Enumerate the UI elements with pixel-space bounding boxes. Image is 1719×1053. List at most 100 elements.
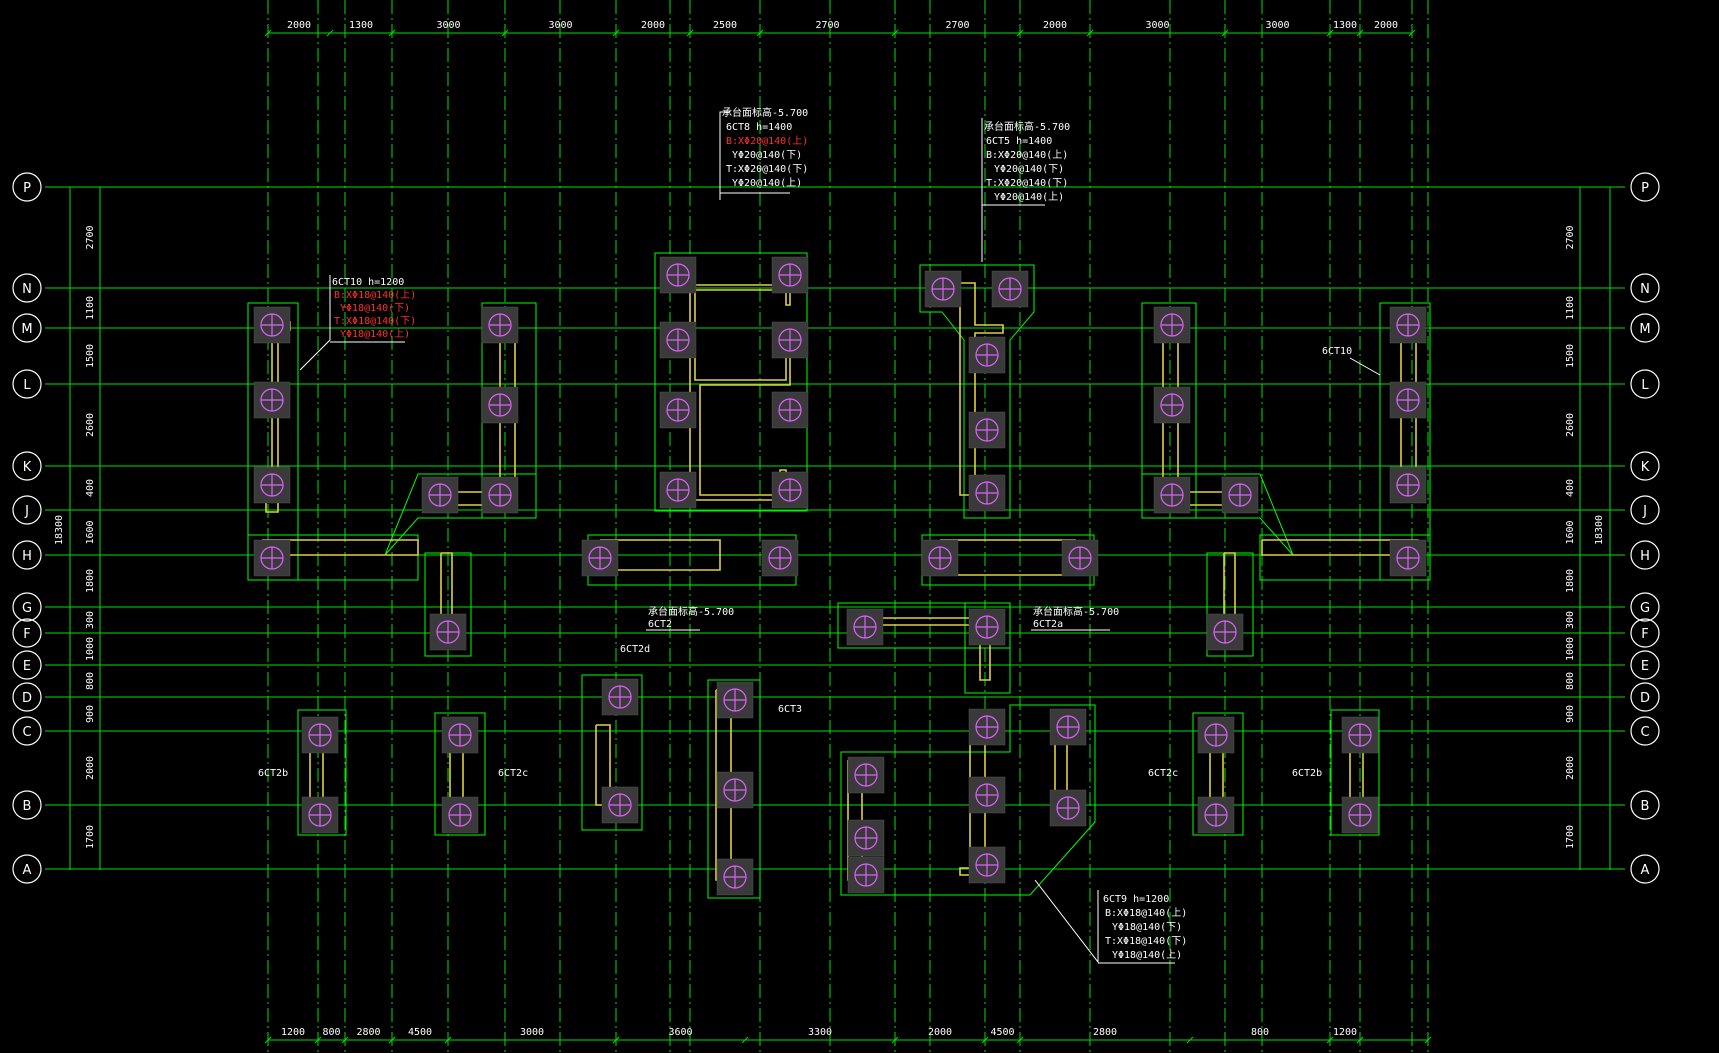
axis-bubble-H-left[interactable]: [12, 540, 42, 570]
top-dim-tick: [388, 29, 396, 37]
top-dim-tick: [891, 29, 899, 37]
axis-bubble-K-right[interactable]: [1630, 451, 1660, 481]
note-ct8-line6: YΦ20@140(上): [732, 177, 802, 189]
axis-bubble-K-left[interactable]: [12, 451, 42, 481]
note-ct5-line5: T:XΦ20@140(下): [986, 178, 1068, 189]
total-dimension-right: 18300: [1594, 515, 1605, 545]
left-dim-text: 1600: [85, 520, 96, 544]
pile-cap-ct10-right-bottom[interactable]: [1259, 534, 1431, 581]
axis-label-N-right: N: [1640, 282, 1650, 297]
axis-bubble-A-right[interactable]: [1630, 854, 1660, 884]
right-dim-text: 1100: [1565, 296, 1576, 320]
axis-label-M-left: M: [21, 322, 32, 337]
bottom-dim-tick: [741, 1036, 749, 1044]
note-ct8-line1: 承台面标高-5.700: [722, 106, 808, 119]
top-dim-tick: [756, 29, 764, 37]
pile-cap-ct3[interactable]: [707, 679, 761, 899]
axis-bubble-P-left[interactable]: [12, 172, 42, 202]
pile-cap-left-diagonal[interactable]: [384, 473, 537, 556]
axis-label-F-left: F: [23, 627, 30, 642]
axis-bubble-M-left[interactable]: [12, 313, 42, 343]
top-dim-text: 2000: [1043, 20, 1067, 31]
note-ct9-line4: T:XΦ18@140(下): [1105, 936, 1187, 947]
axis-bubble-F-right[interactable]: [1630, 618, 1660, 648]
pile-cap-ct10-left-bottom[interactable]: [247, 534, 419, 581]
axis-bubble-J-right[interactable]: [1630, 495, 1660, 525]
axis-bubble-J-left[interactable]: [12, 495, 42, 525]
bottom-dim-text: 3300: [808, 1027, 832, 1038]
axis-label-C-right: C: [1640, 725, 1649, 740]
axis-bubble-L-right[interactable]: [1630, 369, 1660, 399]
axis-bubble-N-right[interactable]: [1630, 273, 1660, 303]
top-dim-text: 1300: [1333, 20, 1357, 31]
top-dim-tick: [501, 29, 509, 37]
note-ct2-line2: 6CT2: [648, 619, 672, 630]
axis-bubble-G-left[interactable]: [12, 592, 42, 622]
axis-label-G-right: G: [1640, 601, 1650, 616]
top-dim-text: 3000: [1265, 20, 1289, 31]
axis-bubble-N-left[interactable]: [12, 273, 42, 303]
pile-cap-ct2c-right[interactable]: [1192, 712, 1244, 836]
axis-bubble-H-right[interactable]: [1630, 540, 1660, 570]
bottom-dim-text: 3600: [668, 1027, 692, 1038]
axis-bubble-C-right[interactable]: [1630, 716, 1660, 746]
axis-bubble-F-left[interactable]: [12, 618, 42, 648]
note-ct9-line5: YΦ18@140(上): [1112, 949, 1182, 961]
axis-label-C-left: C: [22, 725, 31, 740]
axis-label-M-right: M: [1639, 322, 1650, 337]
bottom-dim-tick: [981, 1036, 989, 1044]
right-dim-text: 2000: [1565, 756, 1576, 780]
axis-bubble-P-right[interactable]: [1630, 172, 1660, 202]
note-ct10-left-line3: YΦ18@140(下): [340, 303, 410, 314]
label-ct2d: 6CT2d: [620, 644, 650, 655]
pile-cap-ct5[interactable]: [919, 264, 1035, 519]
axis-label-K-left: K: [23, 460, 32, 475]
axis-bubble-E-left[interactable]: [12, 650, 42, 680]
right-dimension-chain: 2700110015002600400160018003001000800900…: [1565, 187, 1611, 870]
axis-label-H-right: H: [1640, 549, 1650, 564]
axis-label-P-left: P: [23, 181, 31, 196]
pile-cap-right-diagonal[interactable]: [1141, 473, 1294, 556]
pile-cap-ct10-right-vertical[interactable]: [1379, 302, 1431, 581]
axis-bubble-E-right[interactable]: [1630, 650, 1660, 680]
note-ct10-left-line5: YΦ18@140(上): [340, 328, 410, 340]
pile-cap-ct2c-left[interactable]: [434, 712, 486, 836]
axis-bubble-C-left[interactable]: [12, 716, 42, 746]
pile-cap-ct10-left-vertical[interactable]: [247, 302, 299, 581]
axis-label-F-right: F: [1641, 627, 1648, 642]
left-dim-text: 400: [85, 479, 96, 497]
axis-bubble-D-left[interactable]: [12, 682, 42, 712]
axis-bubble-B-left[interactable]: [12, 790, 42, 820]
note-ct5-line2: 6CT5 h=1400: [986, 136, 1052, 147]
axis-bubble-B-right[interactable]: [1630, 790, 1660, 820]
pile-caps: [247, 252, 1431, 899]
axis-label-L-right: L: [1641, 378, 1649, 393]
top-dim-tick: [1326, 29, 1334, 37]
pile-cap-ct8[interactable]: [654, 252, 808, 512]
bottom-dim-tick: [264, 1036, 272, 1044]
top-dim-text: 1300: [349, 20, 373, 31]
top-dim-text: 2000: [641, 20, 665, 31]
bottom-dim-tick: [1356, 1036, 1364, 1044]
right-dim-text: 2600: [1565, 413, 1576, 437]
pile-cap-ct2b-left[interactable]: [297, 709, 347, 836]
pile-cap-ct9[interactable]: [840, 704, 1096, 896]
pile-cap-center-lower-vertical[interactable]: [964, 602, 1011, 694]
left-dim-text: 2700: [85, 225, 96, 249]
axis-bubble-D-right[interactable]: [1630, 682, 1660, 712]
axis-bubble-A-left[interactable]: [12, 854, 42, 884]
left-dim-text: 2600: [85, 413, 96, 437]
axis-bubble-L-left[interactable]: [12, 369, 42, 399]
pile-pad: [846, 608, 884, 646]
axis-bubble-M-right[interactable]: [1630, 313, 1660, 343]
axis-label-N-left: N: [22, 282, 32, 297]
label-ct2c-left: 6CT2c: [498, 768, 528, 779]
label-ct3: 6CT3: [778, 704, 802, 715]
axis-bubble-G-right[interactable]: [1630, 592, 1660, 622]
pile-cap-ct2b-right[interactable]: [1330, 709, 1380, 836]
axis-label-A-right: A: [1641, 863, 1650, 878]
pile-cap-ct2d[interactable]: [581, 674, 643, 831]
total-dimension-left: 18300: [54, 515, 65, 545]
